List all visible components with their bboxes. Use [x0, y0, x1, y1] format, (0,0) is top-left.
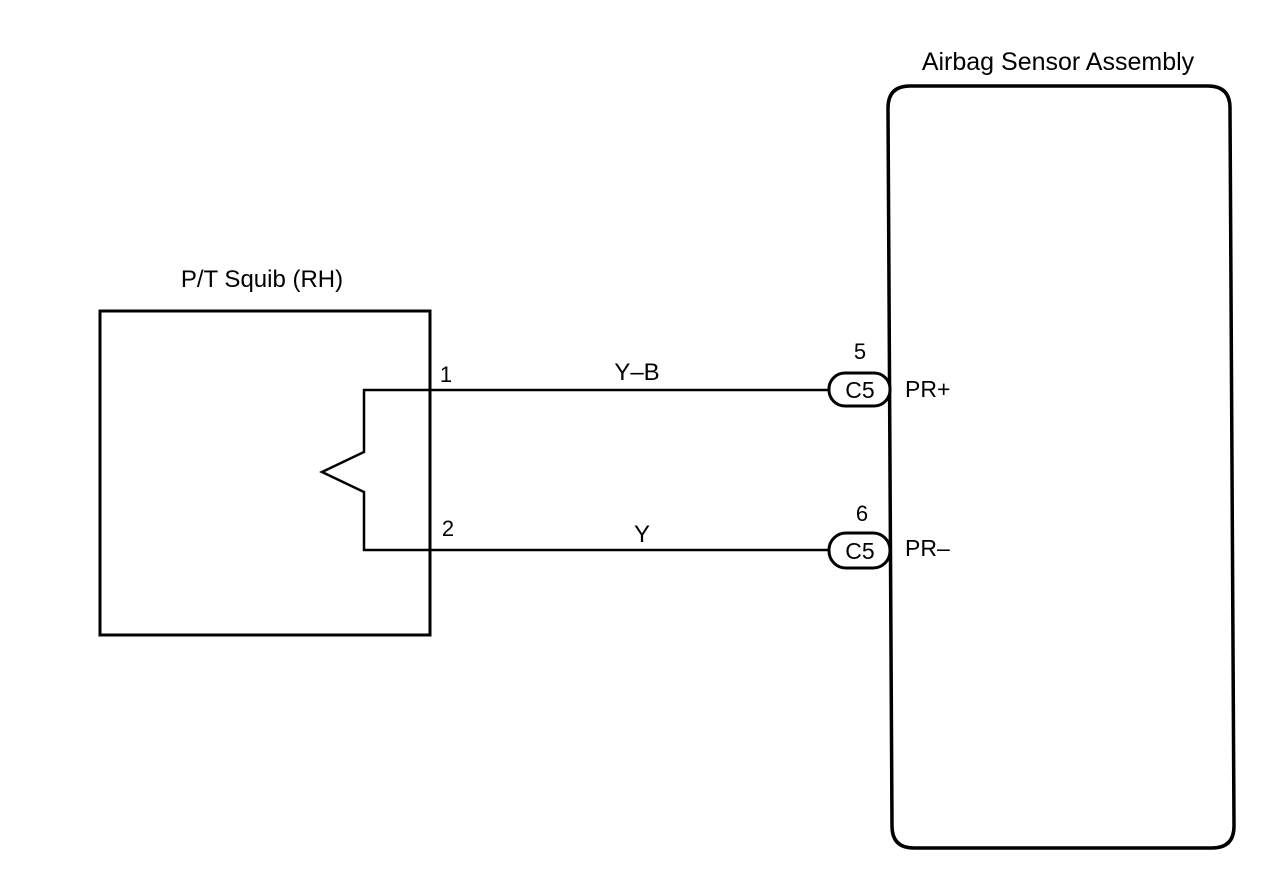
signal-pr-plus: PR+ — [905, 376, 950, 402]
wire-color-top: Y–B — [614, 359, 659, 386]
squib-title: P/T Squib (RH) — [181, 266, 343, 293]
squib-pin-2: 2 — [442, 516, 454, 541]
sensor-pin-6: 6 — [856, 501, 868, 526]
sensor-box — [886, 84, 1236, 850]
squib-element — [319, 388, 430, 552]
connector-c5-bottom-label: C5 — [845, 538, 874, 564]
connector-c5-top — [827, 371, 892, 408]
squib-box — [98, 309, 432, 637]
squib-pin-1: 1 — [440, 362, 452, 387]
connector-c5-bottom — [827, 531, 892, 570]
sensor-title: Airbag Sensor Assembly — [922, 48, 1195, 76]
sensor-pin-5: 5 — [854, 339, 866, 364]
wire-color-bottom: Y — [634, 521, 650, 548]
connector-c5-top-label: C5 — [845, 377, 874, 403]
signal-pr-minus: PR– — [905, 535, 950, 561]
